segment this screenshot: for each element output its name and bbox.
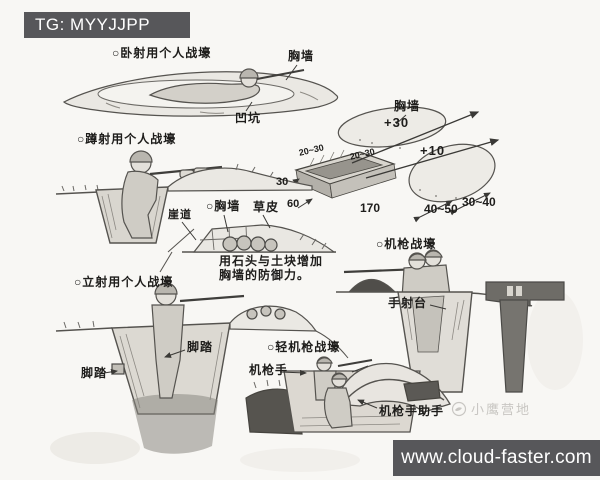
footstep-right-label: 脚踏 — [187, 340, 214, 354]
lmg-trench-title: ○轻机枪战壕 — [267, 340, 341, 354]
leader-lines — [103, 64, 447, 409]
dim-170: 170 — [360, 201, 381, 215]
parapet-caption-line1: 用石头与土块增加 — [219, 254, 324, 268]
parapet-caption-line2: 胸墙的防御力。 — [219, 268, 311, 282]
url-watermark-badge: www.cloud-faster.com — [393, 440, 600, 476]
dim-60: 60 — [287, 198, 300, 210]
paper-texture — [50, 290, 583, 472]
tg-watermark-badge: TG: MYYJJPP — [24, 12, 190, 38]
gunner-label: 机枪手 — [249, 363, 289, 377]
prone-trench-title: ○卧射用个人战壕 — [112, 46, 212, 60]
turf-label: 草皮 — [253, 200, 280, 214]
cross-parapet-label: 胸墙 — [394, 99, 421, 113]
mg-trench-drawing — [336, 249, 565, 393]
prone-trench-drawing — [62, 68, 339, 117]
kneeling-trench-drawing — [55, 150, 313, 244]
prone-parapet-label: 胸墙 — [288, 49, 315, 63]
mg-trench-title: ○机枪战壕 — [376, 237, 437, 251]
dim-plus10: +10 — [420, 143, 446, 158]
cross-section-drawing — [287, 106, 500, 223]
dim-30-40: 30~40 — [462, 195, 496, 209]
prone-pit-label: 凹坑 — [235, 111, 262, 125]
footstep-left-label: 脚踏 — [81, 366, 108, 380]
dim-plus30: +30 — [384, 115, 410, 130]
kneeling-trench-title: ○蹲射用个人战壕 — [77, 132, 177, 146]
dim-40-50: 40~50 — [424, 202, 458, 216]
dim-30: 30 — [276, 176, 289, 188]
standing-trench-title: ○立射用个人战壕 — [74, 275, 174, 289]
assistant-label: 机枪手助手 — [379, 404, 445, 418]
watermark: 小鹰营地 — [451, 399, 531, 418]
cliff-path-label: 崖道 — [168, 209, 192, 221]
watermark-text: 小鹰营地 — [471, 402, 532, 417]
parapet-detail-drawing — [159, 224, 336, 273]
hand-platform-label: 手射台 — [388, 296, 428, 310]
parapet-detail-title: ○胸墙 — [206, 199, 241, 213]
standing-trench-drawing — [55, 282, 349, 454]
watermark-bird-icon — [451, 401, 467, 416]
